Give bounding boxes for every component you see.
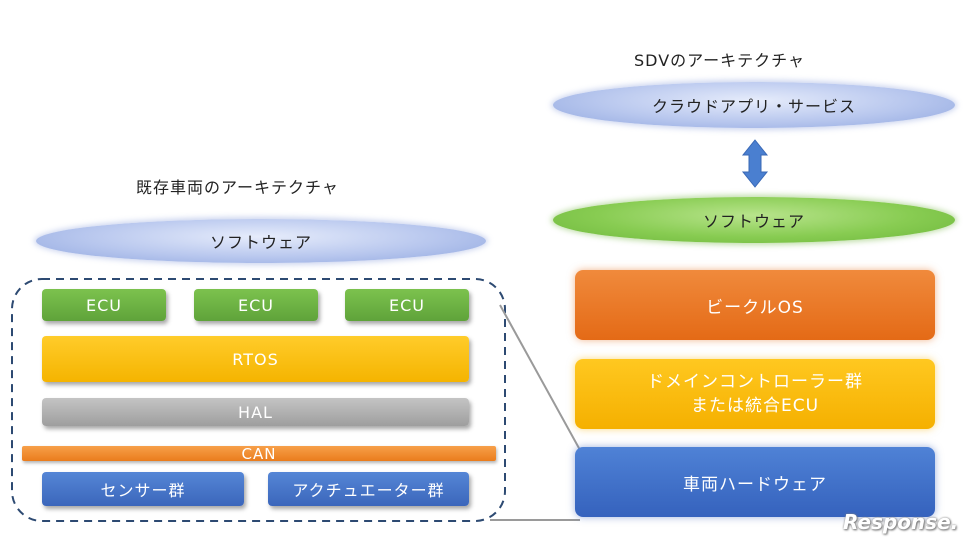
legacy-architecture-title: 既存車両のアーキテクチャ — [136, 178, 339, 197]
vehicle-hardware-label: 車両ハードウェア — [683, 474, 827, 495]
connector-line-top — [499, 304, 581, 451]
sensors-box: センサー群 — [42, 472, 244, 506]
bidirectional-arrow-icon — [741, 139, 769, 188]
ecu-label-3: ECU — [389, 295, 425, 315]
ecu-box-2: ECU — [194, 289, 318, 321]
actuators-label: アクチュエーター群 — [292, 481, 445, 500]
sdv-architecture-title: SDVのアーキテクチャ — [634, 51, 806, 70]
can-bus-bar: CAN — [22, 444, 496, 463]
legacy-software-ellipse: ソフトウェア — [36, 219, 486, 263]
rtos-label: RTOS — [232, 349, 279, 369]
legacy-software-label: ソフトウェア — [209, 233, 312, 252]
domain-controller-box: ドメインコントローラー群 または統合ECU — [575, 359, 935, 429]
hal-label: HAL — [238, 402, 273, 422]
actuators-box: アクチュエーター群 — [268, 472, 469, 506]
domain-controller-label-line1: ドメインコントローラー群 — [647, 372, 863, 392]
ecu-label-2: ECU — [238, 295, 274, 315]
domain-controller-label-line2: または統合ECU — [690, 396, 820, 416]
hal-box: HAL — [42, 398, 469, 426]
can-label: CAN — [241, 444, 277, 463]
sdv-software-ellipse: ソフトウェア — [553, 197, 955, 243]
vehicle-os-box: ビークルOS — [575, 270, 935, 340]
cloud-apps-label: クラウドアプリ・サービス — [651, 97, 856, 116]
rtos-box: RTOS — [42, 336, 469, 382]
ecu-box-3: ECU — [345, 289, 469, 321]
response-logo: Response. — [843, 510, 959, 534]
sdv-software-label: ソフトウェア — [702, 212, 805, 231]
sensors-label: センサー群 — [100, 481, 186, 500]
vehicle-os-label: ビークルOS — [706, 297, 804, 318]
cloud-apps-ellipse: クラウドアプリ・サービス — [553, 82, 955, 128]
vehicle-hardware-box: 車両ハードウェア — [575, 447, 935, 517]
dashed-region — [11, 278, 506, 522]
ecu-box-1: ECU — [42, 289, 166, 321]
ecu-label-1: ECU — [86, 295, 122, 315]
